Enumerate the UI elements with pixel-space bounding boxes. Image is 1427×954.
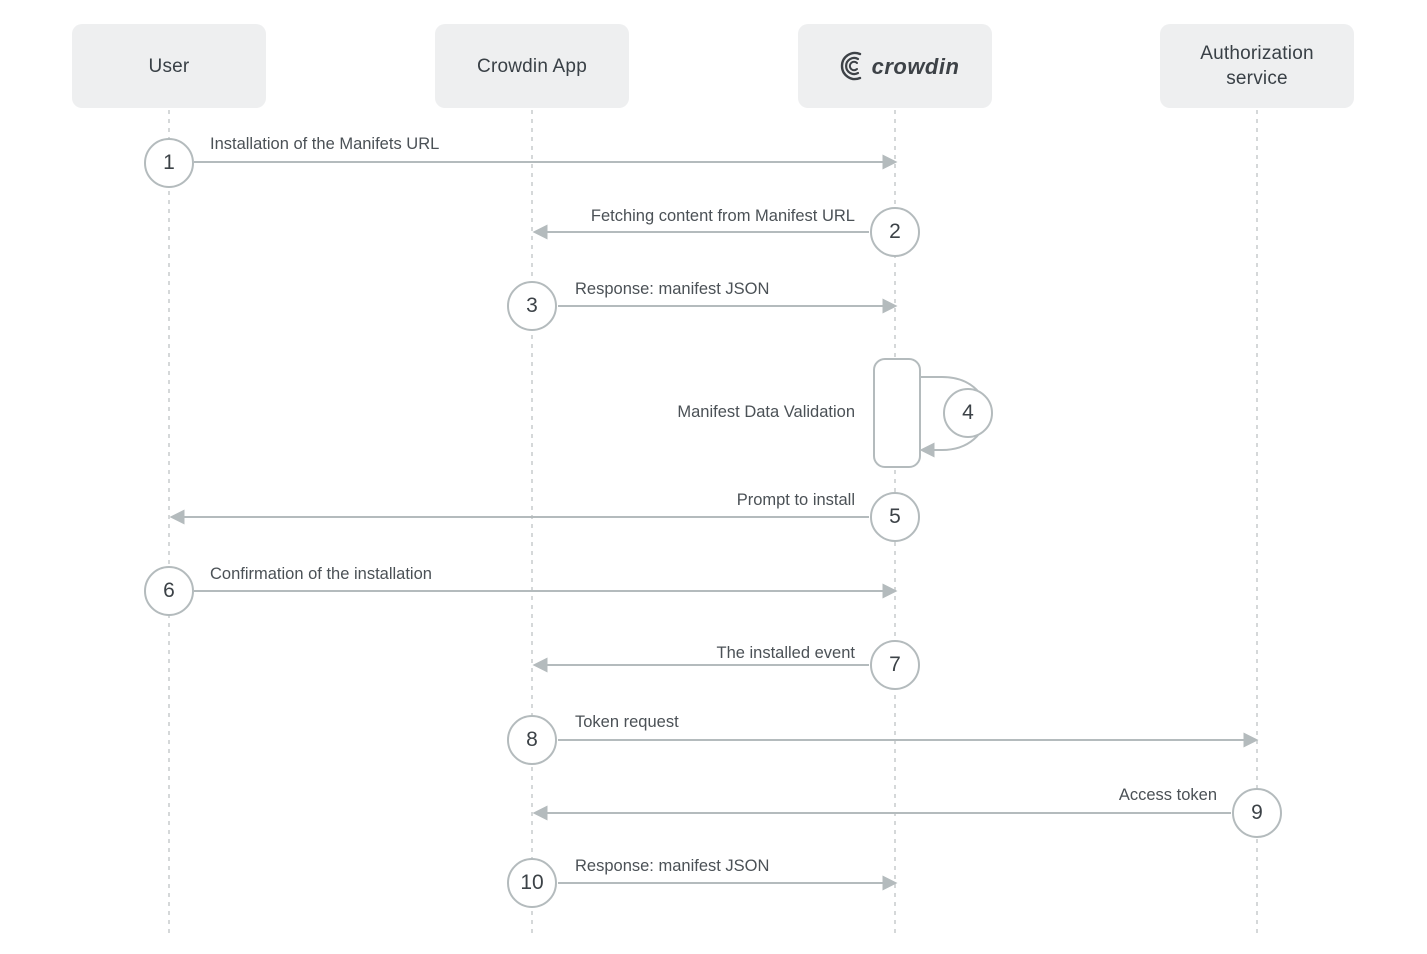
actor-authorization-service-label: Authorization service	[1200, 43, 1314, 89]
actor-user-label: User	[148, 55, 190, 77]
step-circle-1: 1	[144, 138, 194, 188]
step-circle-5: 5	[870, 492, 920, 542]
message-label-5: Prompt to install	[736, 491, 855, 509]
message-label-1: Installation of the Manifets URL	[210, 135, 440, 153]
actor-crowdin-app-label: Crowdin App	[477, 55, 587, 77]
step-circle-3: 3	[507, 281, 557, 331]
step-circle-4: 4	[943, 388, 993, 438]
step-circle-10: 10	[507, 858, 557, 908]
step-circle-8: 8	[507, 715, 557, 765]
actor-authorization-service: Authorization service	[1160, 24, 1354, 108]
message-label-10: Response: manifest JSON	[575, 857, 770, 875]
actor-crowdin-app: Crowdin App	[435, 24, 629, 108]
message-label-7: The installed event	[716, 644, 855, 662]
actor-user: User	[72, 24, 266, 108]
step-circle-2: 2	[870, 207, 920, 257]
activation-box-manifest-validation	[873, 358, 921, 468]
crowdin-wordmark: crowdin	[871, 53, 960, 79]
message-label-3: Response: manifest JSON	[575, 280, 770, 298]
message-label-6: Confirmation of the installation	[210, 565, 432, 583]
message-label-8: Token request	[575, 713, 679, 731]
actor-crowdin: crowdin	[798, 24, 992, 108]
message-label-2: Fetching content from Manifest URL	[590, 207, 855, 225]
step-circle-7: 7	[870, 640, 920, 690]
crowdin-logo: crowdin	[831, 50, 960, 82]
message-label-9: Access token	[1118, 786, 1217, 804]
step-circle-9: 9	[1232, 788, 1282, 838]
step-circle-6: 6	[144, 566, 194, 616]
crowdin-bird-icon	[840, 51, 861, 81]
message-label-4: Manifest Data Validation	[677, 403, 855, 421]
